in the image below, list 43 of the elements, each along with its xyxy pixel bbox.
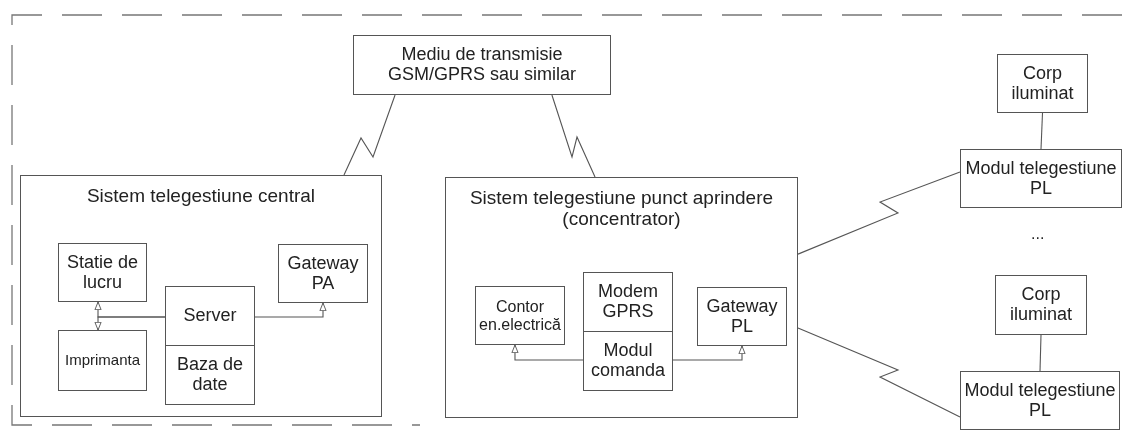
- zigzag-link: [797, 327, 961, 418]
- component-box: [165, 345, 255, 405]
- box-label: Sistem telegestiune central: [85, 186, 317, 207]
- component-box: [475, 286, 565, 345]
- box-label: Server: [182, 306, 238, 326]
- ellipsis-label: ...: [1031, 225, 1045, 243]
- box-label: Modul comanda: [589, 341, 667, 381]
- connector: [511, 344, 584, 361]
- component-box: [278, 244, 368, 303]
- zigzag-link: [551, 94, 596, 178]
- zigzag-link: [343, 94, 396, 176]
- connector: [1039, 334, 1042, 372]
- component-box: [960, 149, 1122, 208]
- component-box: [165, 286, 255, 346]
- component-box: [583, 272, 673, 332]
- zigzag-link: [797, 171, 961, 255]
- connector: [94, 316, 166, 331]
- connector: [672, 345, 746, 361]
- system-box: [445, 177, 798, 418]
- box-label: Statie de lucru: [65, 252, 140, 293]
- box-label: Gateway PA: [286, 253, 360, 294]
- box-label: Modul telegestiune PL: [963, 380, 1117, 421]
- component-box: [960, 371, 1120, 430]
- box-label: Corp iluminat: [1009, 285, 1073, 325]
- box-label: Baza de date: [175, 355, 245, 395]
- component-box: [583, 331, 673, 391]
- connector: [1040, 112, 1044, 150]
- box-label: Gateway PL: [705, 296, 779, 337]
- component-box: [697, 287, 787, 346]
- box-label: Corp iluminat: [1010, 63, 1075, 104]
- box-label: Mediu de transmisie GSM/GPRS sau similar: [386, 45, 577, 85]
- box-label: Contor en.electrică: [478, 297, 562, 334]
- connector: [254, 302, 327, 318]
- box-label: Modul telegestiune PL: [964, 158, 1118, 199]
- box-label: Imprimanta: [64, 352, 141, 369]
- box-label: Modem GPRS: [597, 282, 659, 322]
- box-label: Sistem telegestiune punct aprindere (concentrator): [468, 188, 775, 230]
- system-box: [20, 175, 382, 417]
- component-box: [58, 243, 147, 302]
- component-box: [58, 330, 147, 391]
- component-box: [997, 54, 1088, 113]
- component-box: [353, 35, 611, 95]
- component-box: [995, 275, 1087, 335]
